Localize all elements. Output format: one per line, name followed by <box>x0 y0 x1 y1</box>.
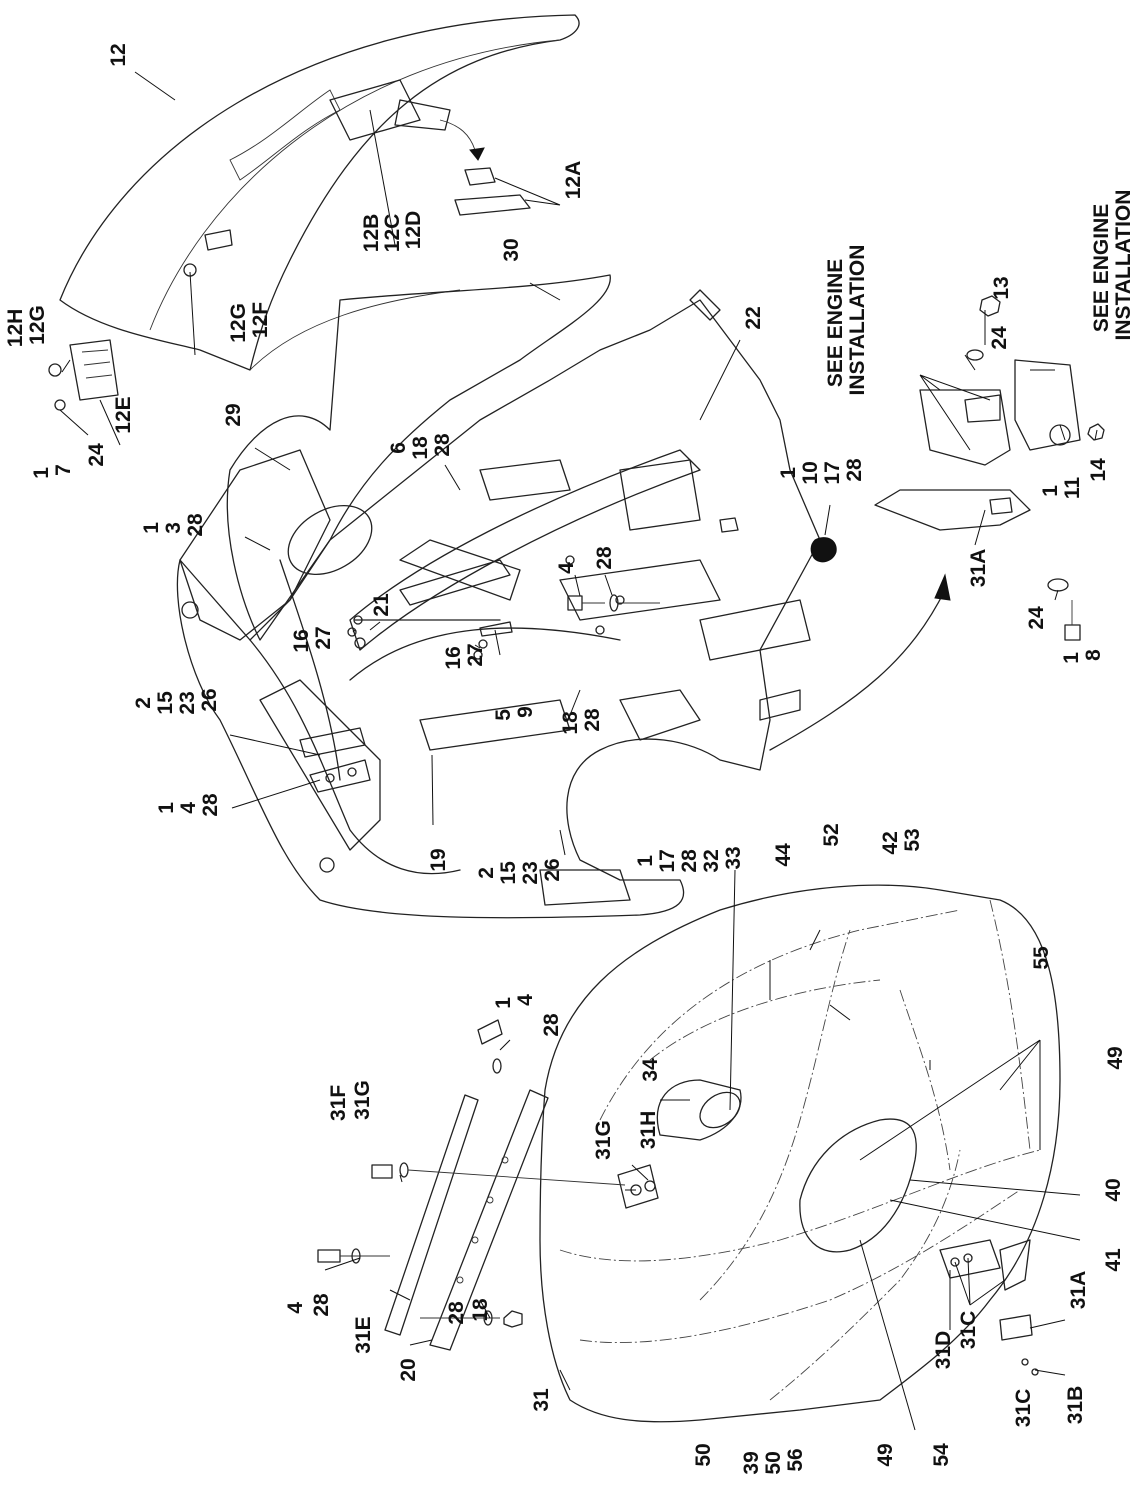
callout-12h-12g: 12H 12G <box>4 303 49 347</box>
callout-31c: 31C <box>957 1311 980 1350</box>
callout-24-right: 24 <box>988 326 1011 350</box>
see-engine-installation-1: SEE ENGINE INSTALLATION <box>824 245 869 396</box>
callout-55: 55 <box>1030 946 1053 970</box>
main-hardware <box>299 594 660 793</box>
nacelle-frame <box>176 289 837 919</box>
callout-31e: 31E <box>352 1316 375 1353</box>
callout-19: 19 <box>427 848 450 871</box>
callout-31f-31g: 31F 31G <box>327 1079 374 1121</box>
callout-1-17-28-32-33: 1 17 28 32 33 <box>634 843 745 872</box>
callout-31d: 31D <box>932 1331 955 1370</box>
callout-29: 29 <box>222 403 245 426</box>
upper-cowl-part-12 <box>48 14 580 411</box>
callout-24-upper: 24 <box>85 443 108 467</box>
callout-44: 44 <box>772 843 795 867</box>
callout-12e: 12E <box>112 396 135 433</box>
callout-54: 54 <box>930 1443 953 1467</box>
callout-16-27-left: 16 27 <box>290 623 335 652</box>
callout-31g: 31G <box>592 1120 615 1160</box>
callout-1-10-17-28: 1 10 17 28 <box>777 455 866 484</box>
callout-labels: 12 12A 12B 12C 12D 12H 12G 12G 12F 30 1 … <box>4 43 1133 1474</box>
callout-31a-upper: 31A <box>967 549 990 588</box>
callout-39-50-56: 39 50 56 <box>740 1445 807 1474</box>
callout-50: 50 <box>692 1443 715 1466</box>
callout-28-frame: 28 <box>593 546 616 570</box>
callout-31a-lower: 31A <box>1067 1271 1090 1310</box>
callout-52: 52 <box>820 823 843 846</box>
side-panels-29-30 <box>179 274 611 641</box>
callout-49-lower: 49 <box>874 1443 897 1466</box>
callout-4-28-lower: 4 28 <box>284 1293 333 1317</box>
callout-1-7: 1 7 <box>30 461 75 479</box>
callout-22: 22 <box>742 306 765 329</box>
callout-30: 30 <box>500 238 523 261</box>
callout-28-lower: 28 <box>540 1013 563 1037</box>
callout-34: 34 <box>639 1058 662 1082</box>
callout-20: 20 <box>397 1358 420 1381</box>
callout-31c-31b: 31C 31B <box>1012 1383 1087 1427</box>
callout-21: 21 <box>370 593 393 617</box>
callout-28-18: 28 18 <box>445 1295 492 1324</box>
callout-2-15-23-26-upper: 2 15 23 26 <box>132 685 221 714</box>
callout-2-15-23-26-lower: 2 15 23 26 <box>475 855 564 884</box>
callout-1-3-28: 1 3 28 <box>140 513 207 537</box>
callout-5-9: 5 9 <box>492 703 537 721</box>
callout-1-8: 1 8 <box>1060 646 1105 664</box>
lower-cowl-part-31 <box>539 884 1061 1423</box>
leader-lines <box>59 71 1098 1431</box>
callout-12g-12f: 12G 12F <box>227 297 272 343</box>
callout-13: 13 <box>990 276 1013 299</box>
callout-6-18-28: 6 18 28 <box>387 430 454 459</box>
callout-24-lower: 24 <box>1025 606 1048 630</box>
callout-4: 4 <box>555 562 578 574</box>
callout-16-27-right: 16 27 <box>442 640 487 669</box>
callout-18-28: 18 28 <box>559 705 604 734</box>
callout-31: 31 <box>530 1388 553 1412</box>
callout-40: 40 <box>1102 1178 1125 1201</box>
callout-1-4-lower: 1 4 <box>492 991 537 1009</box>
callout-49-right: 49 <box>1104 1046 1127 1069</box>
callout-12: 12 <box>107 43 130 66</box>
callout-1-11: 1 11 <box>1039 477 1084 500</box>
callout-12b-12c-12d: 12B 12C 12D <box>360 208 425 252</box>
callout-31h: 31H <box>637 1111 660 1150</box>
callout-14: 14 <box>1087 458 1110 482</box>
callout-42-53: 42 53 <box>879 825 924 854</box>
see-engine-installation-2: SEE ENGINE INSTALLATION <box>1090 190 1133 341</box>
callout-12a: 12A <box>562 161 585 200</box>
callout-41: 41 <box>1102 1248 1125 1272</box>
callout-1-4-28: 1 4 28 <box>155 793 222 817</box>
mounting-strips-31e-20 <box>317 1019 626 1351</box>
hinge-latch-assemblies <box>769 295 1105 751</box>
